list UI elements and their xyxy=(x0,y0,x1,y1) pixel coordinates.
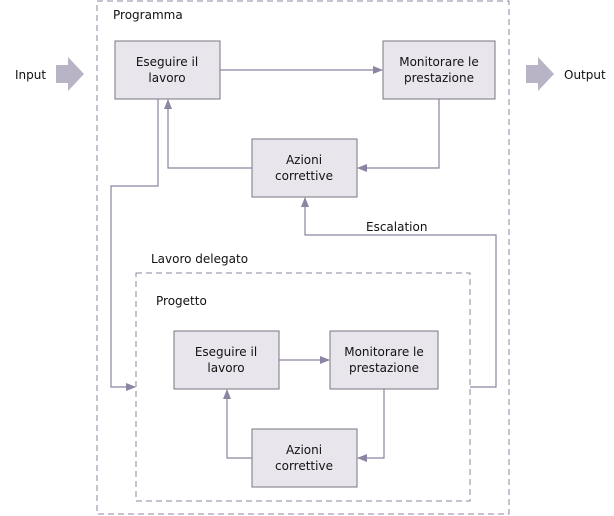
programma-label: Programma xyxy=(113,8,183,22)
project-frame xyxy=(135,272,471,502)
project-monitor-line1: Monitorare le xyxy=(344,345,424,359)
project-work-line2: lavoro xyxy=(207,361,244,375)
escalation-arrow xyxy=(301,197,497,388)
programma-monitor-line1: Monitorare le xyxy=(399,55,479,69)
delegation-arrow xyxy=(110,99,159,391)
programma-monitor-line2: prestazione xyxy=(404,71,474,85)
output-arrow-icon xyxy=(526,57,554,91)
project-work-line1: Eseguire il xyxy=(195,345,257,359)
project-actions-line2: correttive xyxy=(275,459,333,473)
programma-actions-box: Azioni correttive xyxy=(251,138,358,198)
project-monitor-line2: prestazione xyxy=(349,361,419,375)
output-label: Output xyxy=(564,68,606,82)
project-work-box: Eseguire il lavoro xyxy=(173,330,280,390)
project-monitor-box: Monitorare le prestazione xyxy=(329,330,439,390)
programma-work-box: Eseguire il lavoro xyxy=(114,40,221,100)
programma-actions-line2: correttive xyxy=(275,169,333,183)
project-actions-box: Azioni correttive xyxy=(251,428,358,488)
programma-actions-line1: Azioni xyxy=(286,153,322,167)
programma-work-line1: Eseguire il xyxy=(136,55,198,69)
actions-to-work-arrow xyxy=(164,99,252,169)
delegated-work-label: Lavoro delegato xyxy=(151,252,248,266)
escalation-label: Escalation xyxy=(366,220,427,234)
project-monitor-to-actions-arrow xyxy=(357,389,385,462)
project-label: Progetto xyxy=(156,294,207,308)
programma-work-line2: lavoro xyxy=(148,71,185,85)
monitor-to-actions-arrow xyxy=(357,99,440,172)
programma-frame xyxy=(96,0,510,515)
input-arrow-icon xyxy=(56,57,84,91)
programma-monitor-box: Monitorare le prestazione xyxy=(382,40,496,100)
project-actions-to-work-arrow xyxy=(223,389,252,459)
input-label: Input xyxy=(15,68,46,82)
project-actions-line1: Azioni xyxy=(286,443,322,457)
